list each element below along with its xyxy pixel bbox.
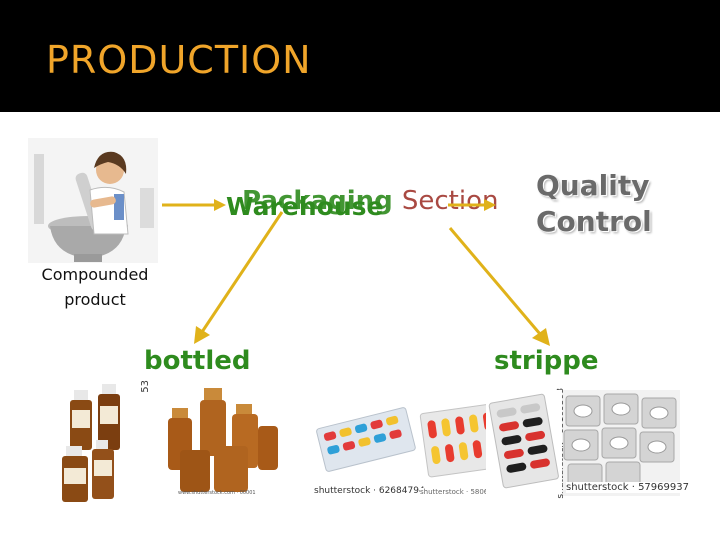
medicine-bottles-image: [62, 380, 154, 508]
arrow-to-bottled: [186, 208, 286, 348]
product-line: product: [28, 287, 162, 312]
silver-strips-image: [560, 390, 680, 496]
compounded-product-label: Compounded product: [28, 262, 162, 312]
strip-pack-image: [486, 390, 562, 494]
bottled-label: bottled: [144, 346, 251, 376]
watermark-vertical-left: 53: [140, 380, 151, 393]
title-bar: PRODUCTION: [0, 0, 720, 112]
arrow-to-strippe: [446, 224, 556, 348]
page-title: PRODUCTION: [46, 38, 312, 82]
strippe-label: strippe: [494, 346, 599, 376]
pharmacist-mortar-icon: [28, 138, 158, 263]
watermark-3: shutterstock · 57969937: [566, 482, 689, 493]
arrow-to-quality-control: [446, 198, 496, 212]
quality-line: Quality: [536, 168, 652, 204]
medicine-bottles-image-2: www.shutterstock.com · 00001: [166, 386, 286, 498]
svg-text:www.shutterstock.com · 00001: www.shutterstock.com · 00001: [178, 490, 256, 496]
compounded-line: Compounded: [28, 262, 162, 287]
watermark-1: shutterstock · 62684794: [314, 486, 425, 496]
